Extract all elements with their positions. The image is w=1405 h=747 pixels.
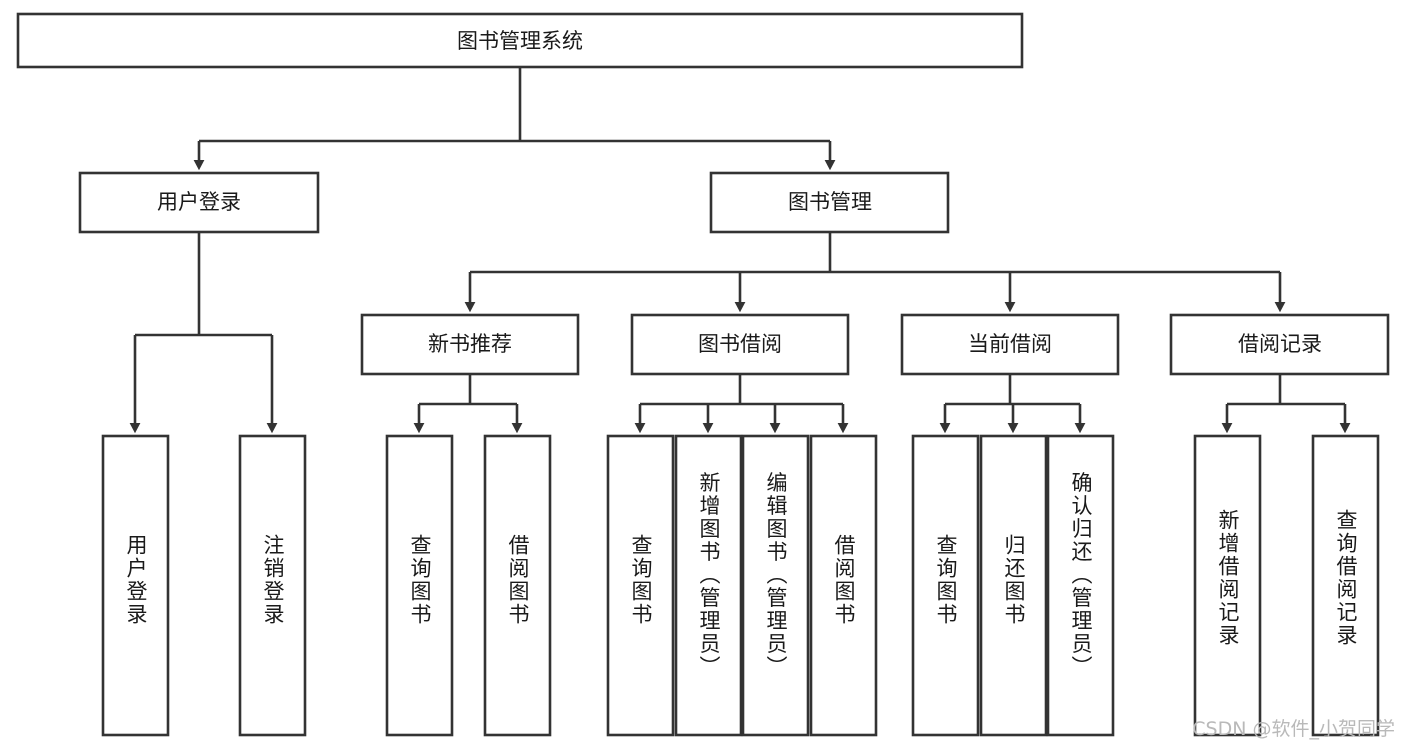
node-root-label: 图书管理系统 bbox=[457, 29, 583, 53]
leaf-node-edit-book[interactable]: 编辑图书（管理员） bbox=[741, 434, 810, 737]
node-borrow-record-box[interactable] bbox=[1169, 313, 1390, 376]
leaf-node-query-book-1[interactable]: 查询图书 bbox=[385, 434, 454, 737]
leaf-confirm-return-box[interactable] bbox=[1046, 434, 1115, 737]
node-book-borrow-label: 图书借阅 bbox=[698, 332, 782, 356]
node-book-borrow[interactable]: 图书借阅 bbox=[630, 313, 850, 376]
node-current-borrow-box[interactable] bbox=[900, 313, 1120, 376]
leaf-borrow-book-2-box[interactable] bbox=[809, 434, 878, 737]
node-borrow-record[interactable]: 借阅记录 bbox=[1169, 313, 1390, 376]
node-root-box[interactable] bbox=[16, 12, 1024, 69]
leaf-query-book-1-box[interactable] bbox=[385, 434, 454, 737]
leaf-add-record-label: 新增借阅记录 bbox=[1216, 509, 1240, 647]
leaf-confirm-return-label: 确认归还（管理员） bbox=[1069, 472, 1093, 679]
node-root-system[interactable]: 图书管理系统 bbox=[16, 12, 1024, 69]
node-user-login-box[interactable] bbox=[78, 171, 320, 234]
leaf-user-logout-box[interactable] bbox=[238, 434, 307, 737]
node-new-book-rec[interactable]: 新书推荐 bbox=[360, 313, 580, 376]
node-user-login-label: 用户登录 bbox=[157, 190, 241, 214]
leaf-node-borrow-book-2[interactable]: 借阅图书 bbox=[809, 434, 878, 737]
node-book-management-box[interactable] bbox=[709, 171, 950, 234]
leaf-edit-book-label: 编辑图书（管理员） bbox=[764, 472, 788, 679]
leaf-edit-book-box[interactable] bbox=[741, 434, 810, 737]
leaf-return-book-label: 归还图书 bbox=[1002, 534, 1026, 626]
leaf-add-record-box[interactable] bbox=[1193, 434, 1262, 737]
leaf-node-add-book[interactable]: 新增图书（管理员） bbox=[674, 434, 743, 737]
leaf-borrow-book-1-box[interactable] bbox=[483, 434, 552, 737]
leaf-query-book-3-label: 查询图书 bbox=[934, 534, 958, 626]
node-new-book-rec-box[interactable] bbox=[360, 313, 580, 376]
leaf-node-return-book[interactable]: 归还图书 bbox=[979, 434, 1048, 737]
node-book-management-label: 图书管理 bbox=[788, 190, 872, 214]
leaf-node-add-record[interactable]: 新增借阅记录 bbox=[1193, 434, 1262, 737]
leaf-query-book-1-label: 查询图书 bbox=[408, 534, 432, 626]
node-current-borrow[interactable]: 当前借阅 bbox=[900, 313, 1120, 376]
leaf-user-login-box[interactable] bbox=[101, 434, 170, 737]
leaf-query-record-box[interactable] bbox=[1311, 434, 1380, 737]
leaf-node-query-book-2[interactable]: 查询图书 bbox=[606, 434, 675, 737]
leaf-borrow-book-1-label: 借阅图书 bbox=[506, 534, 530, 626]
leaf-node-query-book-3[interactable]: 查询图书 bbox=[911, 434, 980, 737]
leaf-node-confirm-return[interactable]: 确认归还（管理员） bbox=[1046, 434, 1115, 737]
node-book-borrow-box[interactable] bbox=[630, 313, 850, 376]
node-borrow-record-label: 借阅记录 bbox=[1238, 332, 1322, 356]
connector-lines bbox=[129, 67, 1351, 434]
leaf-query-record-label: 查询借阅记录 bbox=[1334, 509, 1358, 647]
leaf-query-book-3-box[interactable] bbox=[911, 434, 980, 737]
leaf-user-logout-label: 注销登录 bbox=[261, 534, 285, 626]
node-new-book-rec-label: 新书推荐 bbox=[428, 332, 512, 356]
node-user-login[interactable]: 用户登录 bbox=[78, 171, 320, 234]
leaf-add-book-box[interactable] bbox=[674, 434, 743, 737]
leaf-return-book-box[interactable] bbox=[979, 434, 1048, 737]
node-current-borrow-label: 当前借阅 bbox=[968, 332, 1052, 356]
leaf-node-query-record[interactable]: 查询借阅记录 bbox=[1311, 434, 1380, 737]
leaf-node-user-login[interactable]: 用户登录 bbox=[101, 434, 170, 737]
leaf-user-login-label: 用户登录 bbox=[124, 534, 148, 626]
leaf-query-book-2-label: 查询图书 bbox=[629, 534, 653, 626]
node-book-management[interactable]: 图书管理 bbox=[709, 171, 950, 234]
leaf-node-borrow-book-1[interactable]: 借阅图书 bbox=[483, 434, 552, 737]
leaf-borrow-book-2-label: 借阅图书 bbox=[832, 534, 856, 626]
leaf-add-book-label: 新增图书（管理员） bbox=[697, 472, 721, 679]
leaf-query-book-2-box[interactable] bbox=[606, 434, 675, 737]
leaf-node-user-logout[interactable]: 注销登录 bbox=[238, 434, 307, 737]
